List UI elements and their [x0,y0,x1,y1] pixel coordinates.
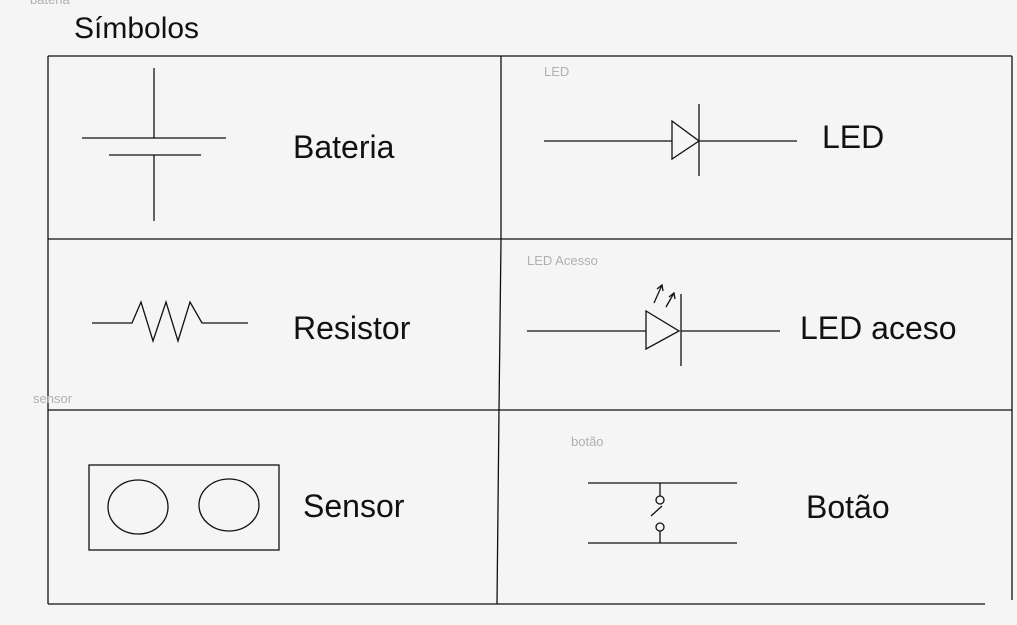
label-led-aceso: LED aceso [800,310,957,346]
label-sensor: Sensor [303,488,405,524]
table-grid [47,55,1013,605]
frame-label-led: LED [544,64,570,79]
push-button-symbol-icon [588,482,737,544]
label-bateria: Bateria [293,129,395,165]
sensor-symbol-icon [88,464,280,551]
page-title: Símbolos [74,12,200,45]
label-resistor: Resistor [293,310,411,346]
label-botao: Botão [806,489,890,525]
label-led: LED [822,119,885,155]
frame-label-sensor: sensor [33,391,73,406]
led-lit-symbol-icon [527,283,780,366]
frame-label-botao: botão [571,434,604,449]
frame-label-bateria: bateria [30,0,70,7]
battery-symbol-icon [82,68,226,221]
resistor-symbol-icon [92,299,248,344]
led-symbol-icon [544,104,797,176]
frame-label-led-acesso: LED Acesso [527,253,598,268]
